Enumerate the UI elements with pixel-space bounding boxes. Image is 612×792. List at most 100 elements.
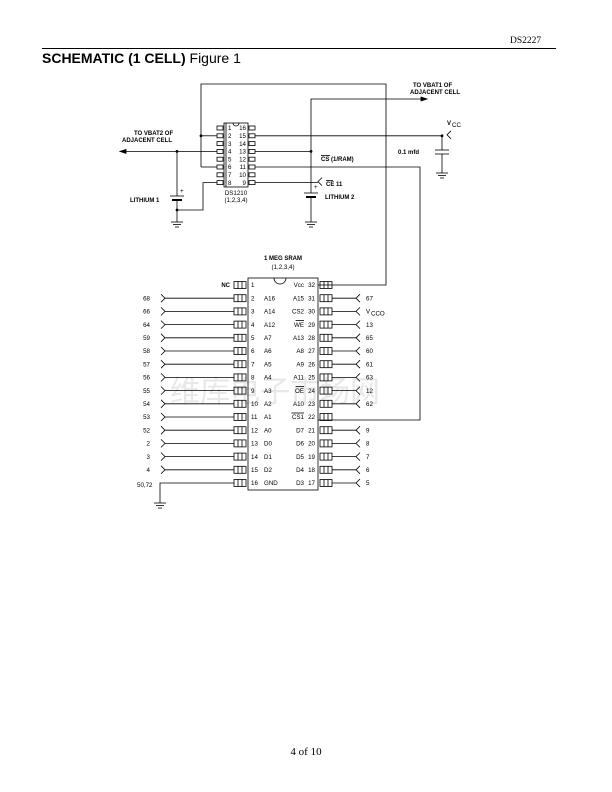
connector-icon (355, 346, 361, 356)
arrow-icon (118, 148, 127, 154)
sram-pin-number: 7 (251, 361, 255, 368)
wire (177, 182, 217, 211)
net-label: 8 (366, 441, 370, 448)
net-label: 4 (147, 467, 151, 474)
sram-pin-number: 6 (251, 348, 255, 355)
figure-title-bold: SCHEMATIC (1 CELL) (42, 50, 186, 66)
pin-pad (216, 156, 224, 162)
pin-pad (248, 180, 256, 186)
pin-pad (216, 164, 224, 170)
sram-name: 1 MEG SRAM (264, 256, 302, 262)
net-label: 60 (366, 348, 373, 355)
sram-pin-name: A8 (296, 348, 304, 355)
net-label: 13 (366, 322, 373, 329)
pin-number: 6 (228, 164, 232, 171)
sram-pin-number: 9 (251, 388, 255, 395)
net-label: 64 (143, 322, 150, 329)
sram-pin-name: A12 (264, 322, 276, 329)
sram-pin-number: 18 (308, 467, 315, 474)
vbat2-label: TO VBAT2 OF (134, 131, 173, 137)
wire (200, 83, 387, 286)
net-label: 7 (366, 454, 370, 461)
ds1210-body (223, 122, 249, 188)
sram-pin-number: 1 (251, 282, 255, 289)
sram-pin-name: D0 (264, 441, 272, 448)
sram-pin-number: 2 (251, 295, 255, 302)
sram-pin-name: D2 (264, 467, 272, 474)
connector-icon (160, 386, 166, 395)
connector-icon (355, 320, 361, 329)
top-circuit (118, 83, 452, 421)
figure-title: SCHEMATIC (1 CELL) Figure 1 (42, 50, 241, 66)
pin-pad (233, 294, 247, 303)
pin-number: 1 (228, 125, 232, 132)
pin-pad (319, 413, 333, 421)
sram-pin-number: 8 (251, 375, 255, 382)
sram-pin-number: 10 (251, 401, 258, 408)
net-label: 61 (366, 361, 373, 368)
sram-pin-number: 26 (308, 361, 315, 368)
nc-label: NC (221, 283, 230, 289)
pin-pad (233, 465, 247, 474)
sram-body (247, 277, 319, 491)
connector-icon (355, 307, 361, 316)
pin-number: 4 (228, 149, 232, 156)
wire (159, 482, 234, 503)
sram-pin-number: 27 (308, 348, 315, 355)
sram-pin-name: D3 (296, 480, 304, 487)
pin-pad (319, 347, 333, 355)
connector-icon (160, 320, 166, 329)
page-number: 4 of 10 (290, 746, 322, 758)
net-label: 62 (366, 401, 373, 408)
sram-pin-number: 5 (251, 335, 255, 342)
sram-pin-name: A1 (264, 414, 272, 421)
connector-icon (160, 293, 166, 303)
ce-label: CE 11 (326, 182, 343, 188)
sram-pin-name: D1 (264, 454, 272, 461)
sram-pin-number: 15 (251, 467, 258, 474)
sram-pin-number: 14 (251, 454, 258, 461)
net-label: V (366, 309, 371, 316)
pin-pad (233, 320, 247, 329)
sram-pin-name: A10 (293, 401, 305, 408)
vcc-label: V (447, 121, 451, 127)
pin-pad (233, 413, 247, 421)
connector-icon (355, 359, 361, 369)
connector-icon (355, 293, 361, 303)
document-id: DS2227 (510, 36, 542, 46)
sram-pin-number: 23 (308, 401, 315, 408)
pin-pad (248, 148, 256, 154)
pin-number: 9 (243, 180, 247, 187)
wire (310, 98, 423, 152)
ic-notch (232, 122, 240, 127)
sram-pin-name: A14 (264, 309, 276, 316)
net-label: 9 (366, 427, 370, 434)
pin-pad (233, 347, 247, 355)
pin-pad (248, 141, 256, 147)
cs-label: CS (1/RAM) (321, 157, 354, 163)
pin-pad (216, 180, 224, 186)
connector-icon (160, 439, 166, 448)
sram-pin-number: 31 (308, 295, 315, 302)
sram-pin-number: 28 (308, 335, 315, 342)
connector-icon (355, 425, 361, 435)
sram-pin-name: A4 (264, 375, 272, 382)
sram-pin-name: A15 (293, 295, 305, 302)
pin-number: 16 (239, 125, 246, 132)
vbat2-label: ADJACENT CELL (122, 138, 172, 144)
connector-icon (355, 373, 361, 382)
vcc-sub: CC (452, 122, 461, 129)
capacitor-label: 0.1 mfd (398, 150, 419, 156)
pin-pad (216, 133, 224, 139)
pin-pad (248, 133, 256, 139)
connector-icon (160, 373, 166, 382)
pin-pad (233, 452, 247, 461)
pin-pad (233, 360, 247, 369)
sram-pin-number: 13 (251, 441, 258, 448)
pin-number: 8 (228, 180, 232, 187)
pin-pad (319, 281, 333, 289)
battery-plus: + (314, 184, 318, 191)
net-label: 67 (366, 295, 373, 302)
pin-pad (319, 465, 333, 474)
